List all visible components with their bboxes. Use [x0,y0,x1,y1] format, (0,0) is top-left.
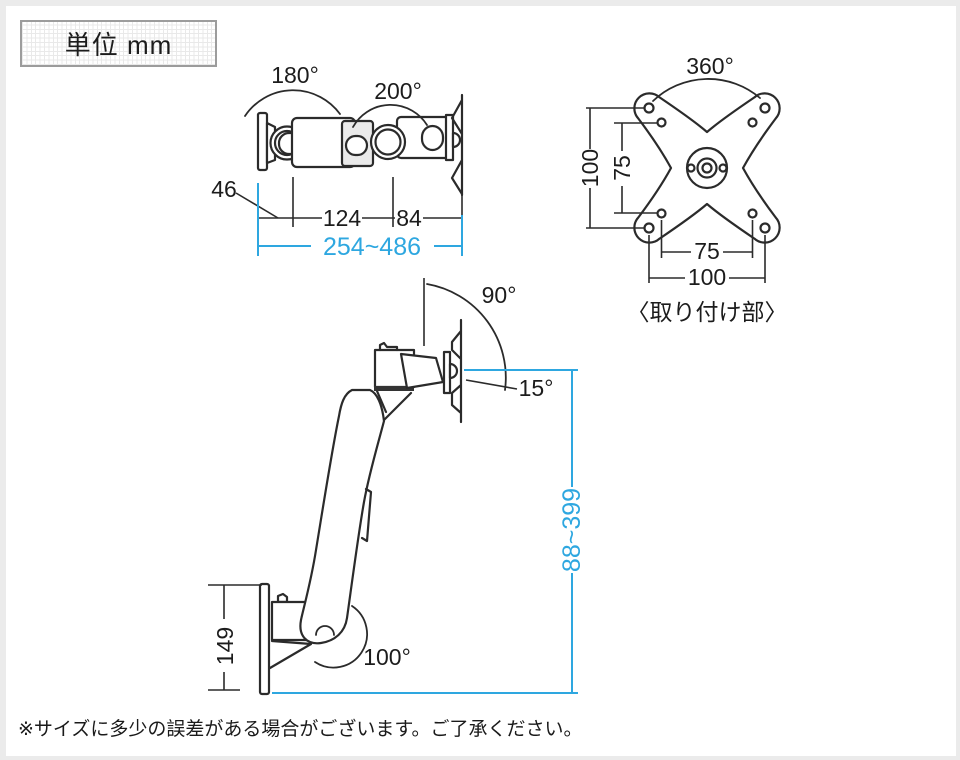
angle-arc-200 [352,104,428,128]
dim-vesa-75v-label: 75 [609,155,635,181]
vesa-hole-inner-tr [747,117,758,128]
top-pivot-bump [451,131,462,149]
vesa-hole-inner-tl [656,117,667,128]
vesa-hole-outer-bl [643,222,655,234]
vesa-dim-75h-lines [660,220,754,258]
vesa-screw-holes [643,102,771,234]
vesa-hole-outer-br [759,222,771,234]
angle-200-label: 200° [374,78,422,104]
vesa-hole-inner-br [747,208,758,219]
dim-46-label: 46 [211,176,237,202]
vesa-hub-dot-right [718,163,728,173]
side-housing-tab [276,592,289,604]
dim-vesa-75h-label: 75 [694,238,720,264]
angle-arc-100 [314,605,368,669]
dim-vesa-100v-label: 100 [577,149,603,187]
side-vesa-edge [450,318,463,424]
angle-arc-180 [244,89,341,117]
dim-range-254-486-label: 254~486 [323,233,421,261]
vesa-hole-outer-tr [759,102,771,114]
tolerance-note: ※サイズに多少の誤差がある場合がございます。ご了承ください。 [18,719,583,740]
top-blue-ticks [257,183,463,256]
top-extension-lines [292,177,463,227]
side-arm-body [299,388,386,645]
side-gusset [268,639,313,670]
vesa-dim-100h-lines [648,235,766,283]
unit-box: 単位 mm [20,20,217,67]
angle-360-label: 360° [686,53,734,79]
side-wall-plate [258,582,271,696]
top-vesa-edge [450,93,464,197]
side-head-tab [378,341,399,352]
side-view-drawing: 90° 100° 15° 1 [208,278,586,696]
dim-range-88-399-label: 88~399 [558,488,586,572]
vesa-hub-center [701,162,713,174]
top-view-drawing: 180° 200° 46 124 84 254~486 [211,62,464,261]
angle-15-leader [465,379,518,390]
angle-15-label: 15° [519,375,554,401]
mount-plate-drawing: 360° 100 75 75 100 〈取り付け部〉 [577,53,788,325]
dim-149-lines [208,584,262,691]
top-link-slot [420,124,445,152]
dim-124-label: 124 [323,205,362,231]
side-tilt-cone [399,352,445,390]
vesa-dim-100v-lines [586,107,644,229]
vesa-hole-inner-bl [656,208,667,219]
angle-100-label: 100° [363,644,411,670]
angle-90-label: 90° [482,282,517,308]
side-arm-neck-lines [375,389,413,422]
vesa-hub-mid [696,157,718,179]
top-wall-plate [256,111,269,172]
angle-arc-90 [426,283,507,391]
side-pivot-bump [448,362,459,380]
dim-84-label: 84 [396,205,422,231]
top-joint2-inner [374,128,402,156]
angle-arc-360 [652,78,761,102]
angle-180-label: 180° [271,62,319,88]
dim-149-label: 149 [212,627,238,665]
side-lower-pivot [315,625,335,636]
unit-label: 単位 mm [64,30,173,60]
vesa-x-plate [633,92,781,244]
side-blue-dim-lines [272,369,578,694]
top-elbow-slot [344,134,369,157]
vesa-dim-75v-lines [614,122,657,214]
side-arm-cable-clip [360,487,373,543]
vesa-hole-outer-tl [643,102,655,114]
mount-plate-caption: 〈取り付け部〉 [627,299,788,325]
diagram-canvas [6,6,956,756]
vesa-hub-dot-left [686,163,696,173]
side-head-base-bar [374,386,414,391]
dim-vesa-100h-label: 100 [688,264,726,290]
